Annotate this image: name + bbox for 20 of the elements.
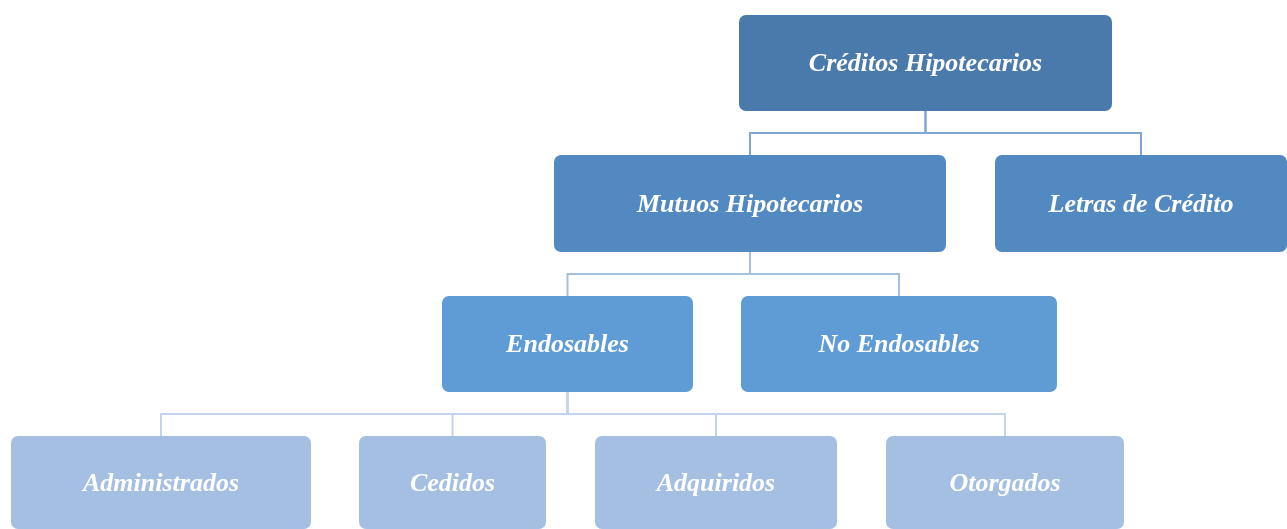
category-box: [554, 155, 946, 252]
category-box: [741, 296, 1057, 392]
category-label: Créditos Hipotecarios: [808, 48, 1043, 78]
category-box: [442, 296, 693, 392]
connector-line: [749, 251, 900, 297]
category-label: Mutuos Hipotecarios: [636, 188, 864, 219]
category-box: [359, 436, 546, 529]
category-label: Endosables: [506, 329, 629, 359]
category-label: Otorgados: [949, 467, 1061, 498]
category-box: [886, 436, 1124, 529]
category-label: Letras de Crédito: [1048, 188, 1234, 219]
category-box: [595, 436, 837, 529]
category-box: [11, 436, 311, 529]
category-label: No Endosables: [818, 329, 980, 359]
category-label: Adquiridos: [656, 467, 776, 498]
category-box: [739, 15, 1112, 111]
category-box: [995, 155, 1287, 252]
category-label: Cedidos: [409, 467, 496, 498]
category-label: Administrados: [82, 467, 240, 498]
connector-line: [924, 110, 1142, 156]
